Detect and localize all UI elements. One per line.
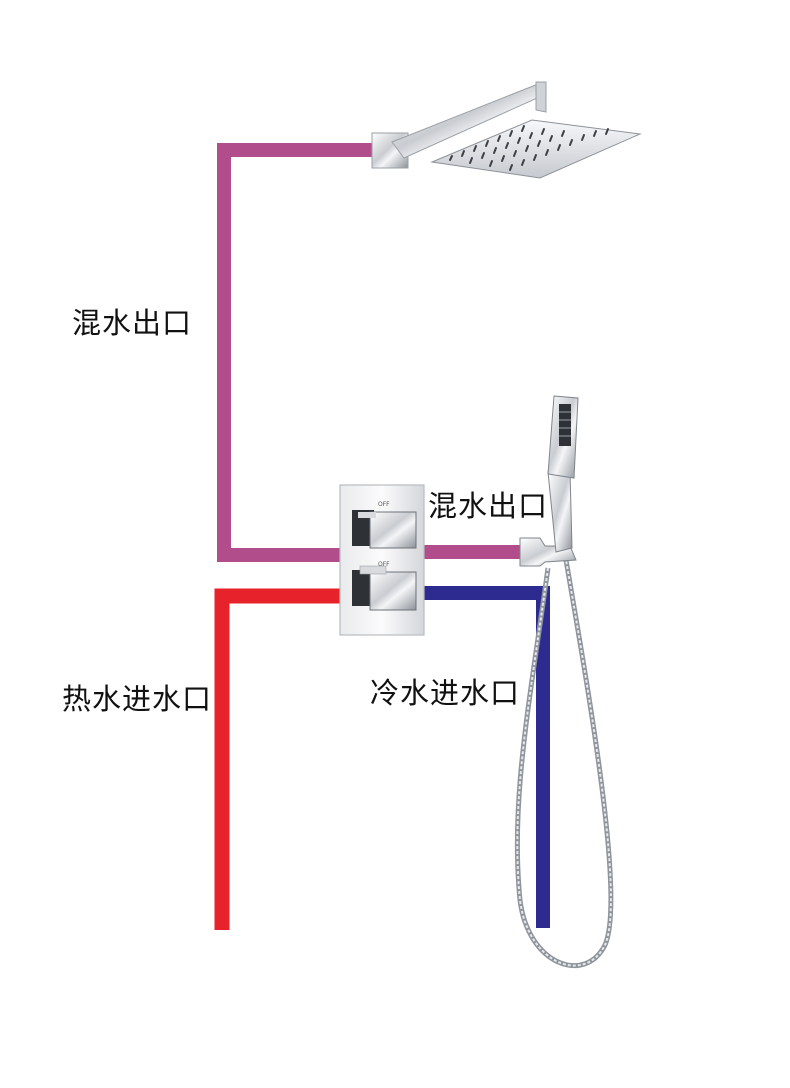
thermostatic-valve: OFF OFF xyxy=(339,484,425,636)
wall-outlet-holder xyxy=(519,537,577,567)
hot-inlet-pipe xyxy=(214,588,352,930)
mixed-outlet-label-hand: 混水出口 xyxy=(428,489,549,523)
diverter-handle xyxy=(352,510,417,549)
shower-nozzles xyxy=(449,125,609,171)
mixed-outlet-pipe-overhead xyxy=(217,143,375,562)
valve-off-mark-bottom: OFF xyxy=(378,561,390,568)
temperature-handle xyxy=(352,565,417,611)
cold-inlet-pipe xyxy=(420,586,550,928)
cold-inlet-label: 冷水进水口 xyxy=(370,676,521,710)
hot-inlet-label: 热水进水口 xyxy=(62,682,213,716)
mixed-outlet-label-top: 混水出口 xyxy=(72,306,193,340)
shower-hose xyxy=(514,559,614,969)
hand-shower xyxy=(514,395,614,969)
rain-shower-head xyxy=(371,81,642,179)
valve-off-mark-top: OFF xyxy=(378,501,390,508)
hand-shower-handle xyxy=(547,471,573,553)
